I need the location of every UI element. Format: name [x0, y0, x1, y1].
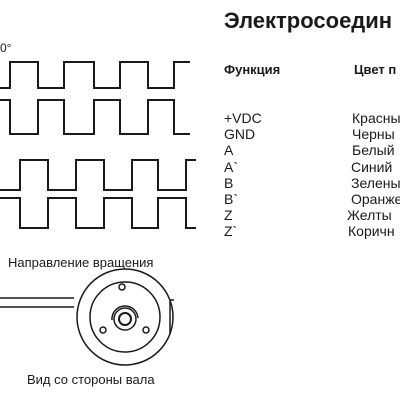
- waveform-b: [0, 159, 196, 191]
- table-row-color: Коричн: [348, 223, 395, 240]
- mount-hole-top: [118, 283, 126, 291]
- table-row-function: GND: [224, 126, 256, 143]
- table-row-color: Черны: [352, 126, 395, 143]
- encoder-outer-circle: [76, 268, 174, 366]
- mount-hole-left: [99, 326, 107, 334]
- waveform-b-inverted: [0, 197, 196, 229]
- section-title: Электросоедин: [224, 8, 393, 33]
- table-row-color: Красны: [352, 110, 400, 126]
- waveform-diagram: [0, 61, 196, 229]
- shaft-inner: [118, 312, 132, 326]
- table-row-color: Желты: [347, 207, 392, 224]
- column-header-function: Функция: [224, 62, 281, 77]
- table-row-color: Оранже: [351, 191, 400, 207]
- shaft-outer: [113, 307, 137, 331]
- table-row-color: Зелены: [351, 174, 400, 191]
- waveform-a-inverted: [0, 99, 190, 135]
- table-row-function: Z: [224, 207, 233, 224]
- table-row-function: B`: [224, 191, 238, 207]
- angle-label: 0°: [0, 41, 12, 55]
- rotation-direction-label: Направление вращения: [8, 255, 154, 270]
- table-row-function: A`: [224, 158, 238, 175]
- table-row-color: Белый: [352, 142, 395, 159]
- table-row-color: Синий: [351, 158, 393, 175]
- table-row-function: B: [224, 174, 234, 191]
- encoder-mid-circle: [89, 281, 161, 353]
- shaft-view-label: Вид со стороны вала: [27, 372, 155, 387]
- table-row-function: A: [224, 142, 234, 159]
- rotation-arrow: [111, 305, 139, 321]
- mount-hole-right: [142, 326, 150, 334]
- table-row-function: +VDC: [224, 110, 262, 126]
- table-row-function: Z`: [224, 223, 238, 240]
- waveform-a: [0, 61, 190, 89]
- column-header-color: Цвет п: [354, 62, 397, 77]
